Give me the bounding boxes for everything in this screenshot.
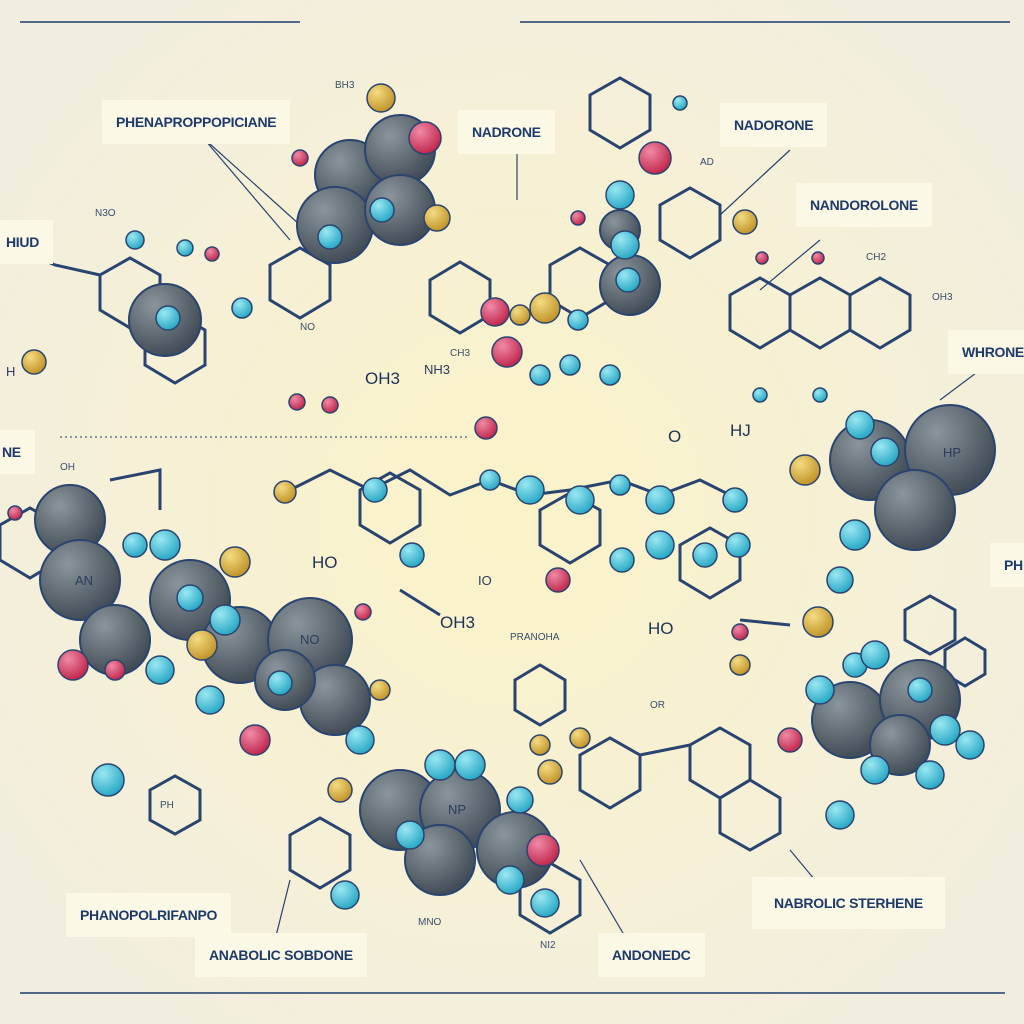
label-ne: NE (0, 430, 35, 474)
atom-label-hp: HP (943, 445, 961, 460)
formula-no: NO (300, 322, 315, 333)
label-pranoha: PRANOHA (510, 632, 560, 643)
formula-ad: AD (700, 157, 714, 168)
label-hiud: HIUD (0, 220, 54, 264)
atom-label-an: AN (75, 573, 93, 588)
formula-ch2: CH2 (866, 252, 886, 263)
label-andonedc: ANDONEDC (598, 933, 705, 977)
label-ph: PH (990, 543, 1024, 587)
label-nadrone: NADRONE (458, 110, 555, 154)
label-whrone: WHRONE (948, 330, 1024, 374)
frame-lines (20, 21, 1010, 994)
chemical-annotations: OH3 NH3 HO IO OH3 PRANOHA O HJ HO H BH3 … (6, 80, 961, 951)
formula-oh3-right: OH3 (932, 292, 953, 303)
cyan-atoms (91, 95, 985, 918)
formula-io: IO (478, 573, 492, 588)
label-nabrolic-sterhene: NABROLIC STERHENE (752, 877, 945, 929)
formula-hj: HJ (730, 421, 751, 440)
formula-ho-right: HO (648, 619, 674, 638)
label-phenapropp: PHENAPROPPOPICIANE (102, 100, 291, 144)
formula-n3o: N3O (95, 208, 116, 219)
formula-nh3: NH3 (424, 362, 450, 377)
formula-oh3-bottom: OH3 (440, 613, 475, 632)
formula-ph: PH (160, 800, 174, 811)
formula-o: O (668, 427, 681, 446)
label-nadorone: NADORONE (720, 103, 828, 147)
formula-ni2: NI2 (540, 940, 556, 951)
formula-or: OR (650, 700, 665, 711)
formula-bh3: BH3 (335, 80, 355, 91)
yellow-atoms (21, 83, 834, 803)
formula-mno: MNO (418, 917, 442, 928)
formula-oh3: OH3 (365, 369, 400, 388)
formula-ho: HO (312, 553, 338, 572)
formula-ch3: CH3 (450, 348, 470, 359)
formula-oh: OH (60, 462, 75, 473)
label-nandorolone: NANDOROLONE (796, 183, 932, 227)
formula-h: H (6, 364, 15, 379)
atom-label-no: NO (300, 632, 320, 647)
label-anabolic-sobdone: ANABOLIC SOBDONE (195, 933, 367, 977)
atom-label-np: NP (448, 802, 466, 817)
label-phanopol: PHANOPOLRIFANPO (66, 893, 232, 937)
pink-atoms (7, 121, 825, 867)
